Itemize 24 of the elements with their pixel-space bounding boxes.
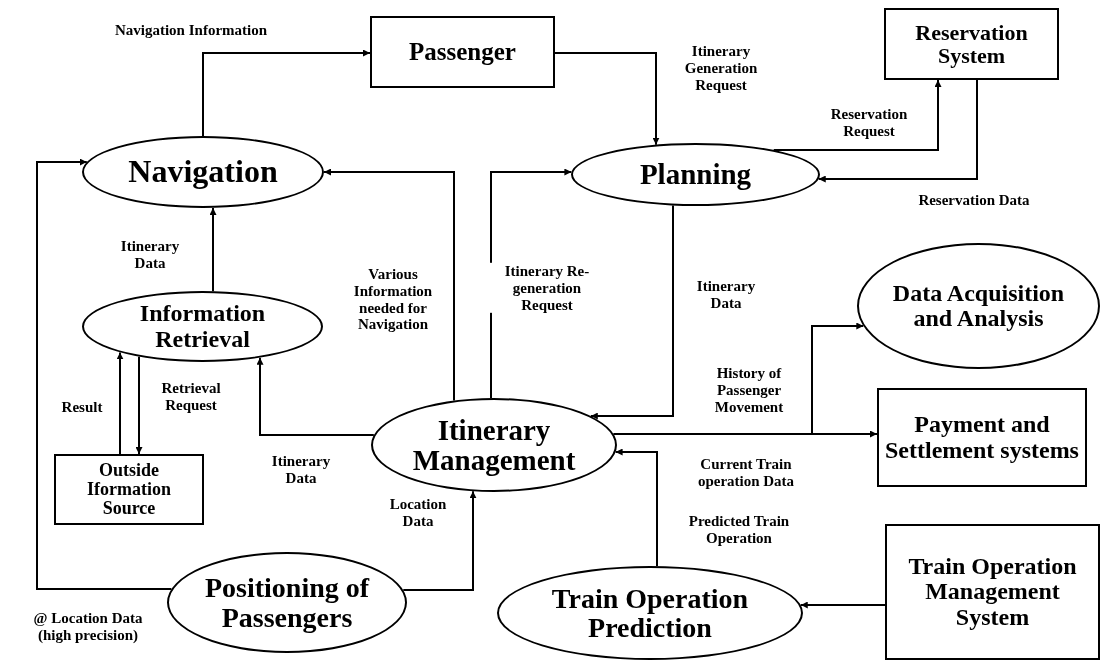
arrow [589, 204, 674, 420]
node-label: Passenger [408, 38, 517, 66]
node-label: Positioning of Passengers [203, 573, 371, 632]
node-label: Information Retrieval [138, 301, 267, 352]
arrow [772, 79, 942, 151]
node-label: Payment and Settlement systems [884, 412, 1080, 463]
entity-box [54, 454, 204, 525]
node-label: Data Acquisition and Analysis [891, 280, 1066, 332]
node-label: Train Operation Prediction [550, 583, 750, 643]
entity-box [885, 524, 1100, 660]
node-label: Outside Iformation Source [86, 461, 172, 518]
node-label: Train Operation Management System [907, 554, 1078, 630]
arrow [116, 351, 124, 455]
arrow [135, 355, 143, 455]
entity-box [884, 8, 1059, 80]
node-label: Navigation [127, 155, 279, 189]
arrow [209, 206, 217, 293]
node-label: Reservation System [914, 20, 1029, 68]
entity-box [370, 16, 555, 88]
arrow [554, 52, 660, 146]
entity-box [877, 388, 1087, 487]
node-label: Planning [638, 159, 753, 190]
arrow [202, 49, 371, 137]
node-label: Itinerary Management [411, 414, 577, 476]
